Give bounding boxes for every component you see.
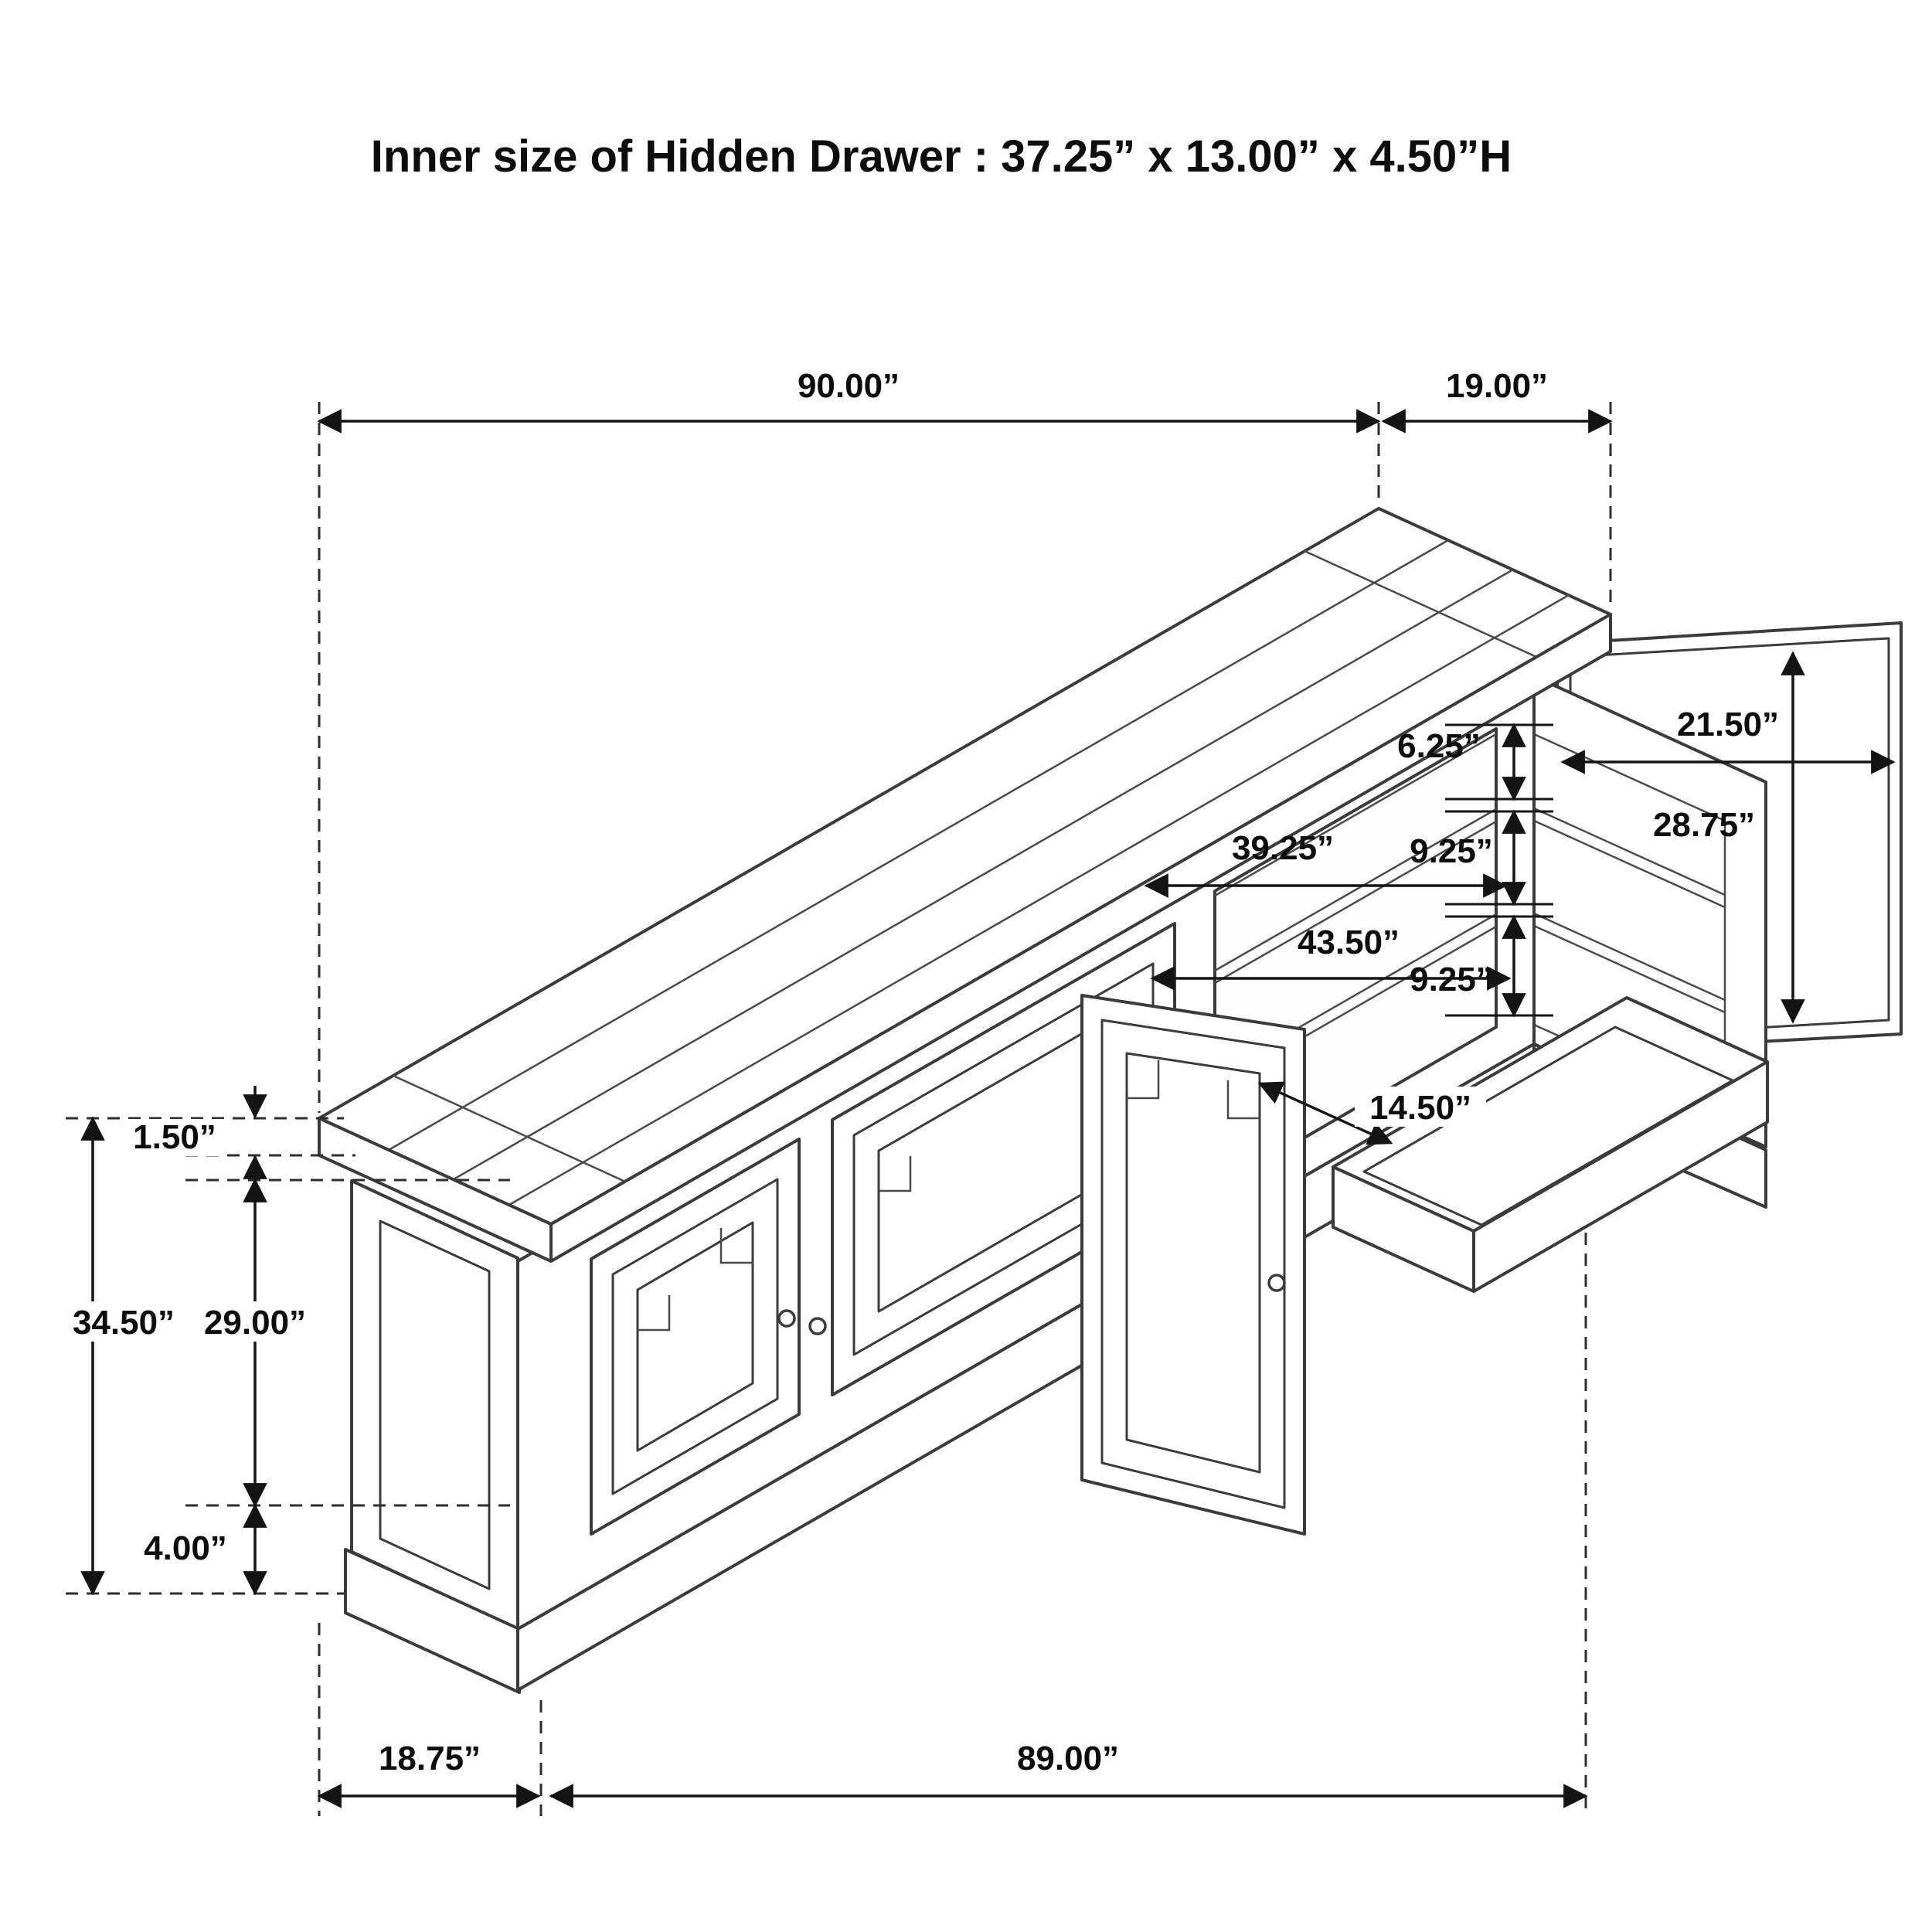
- label-backgrounds: [56, 1087, 1486, 1566]
- extension-lines: [66, 402, 1612, 1816]
- dim-shelf-gap-middle-label: 9.25”: [1410, 832, 1493, 870]
- dim-side-opening-height-label: 28.75”: [1653, 806, 1755, 844]
- dimension-arrows: [80, 409, 1896, 1808]
- dim-interior-width-upper-label: 39.25”: [1232, 829, 1334, 867]
- dim-side-height-label: 34.50”: [73, 1304, 175, 1342]
- dim-drawer-pullout-label: 14.50”: [1369, 1089, 1471, 1127]
- dim-top-length-label: 90.00”: [798, 367, 900, 405]
- dim-drawer-pullout-arrow: [1257, 1081, 1393, 1145]
- door-knob: [1267, 1274, 1286, 1292]
- dim-shelf-gap-top-label: 6.25”: [1397, 727, 1481, 765]
- left-end-panel: [350, 1179, 519, 1631]
- dim-top-thickness-label: 1.50”: [133, 1118, 216, 1156]
- dim-side-door-width-label: 21.50”: [1677, 706, 1779, 743]
- hidden-drawer: [1332, 996, 1769, 1293]
- door-knob: [808, 1317, 827, 1335]
- dim-door-height-label: 29.00”: [204, 1304, 306, 1342]
- dim-base-height-label: 4.00”: [144, 1529, 227, 1567]
- dim-body-width-label: 89.00”: [1017, 1740, 1119, 1777]
- door-open-front: [1080, 994, 1306, 1536]
- page-title: Inner size of Hidden Drawer : 37.25” x 1…: [371, 131, 1512, 182]
- top-slab: [318, 507, 1612, 1263]
- dim-shelf-gap-bottom-label: 9.25”: [1410, 961, 1493, 998]
- dim-end-depth-label: 18.75”: [379, 1740, 481, 1777]
- dim-top-depth-label: 19.00”: [1446, 367, 1548, 405]
- door-left: [590, 1138, 801, 1536]
- door-knob: [777, 1309, 796, 1328]
- dim-interior-width-lower-label: 43.50”: [1298, 923, 1400, 961]
